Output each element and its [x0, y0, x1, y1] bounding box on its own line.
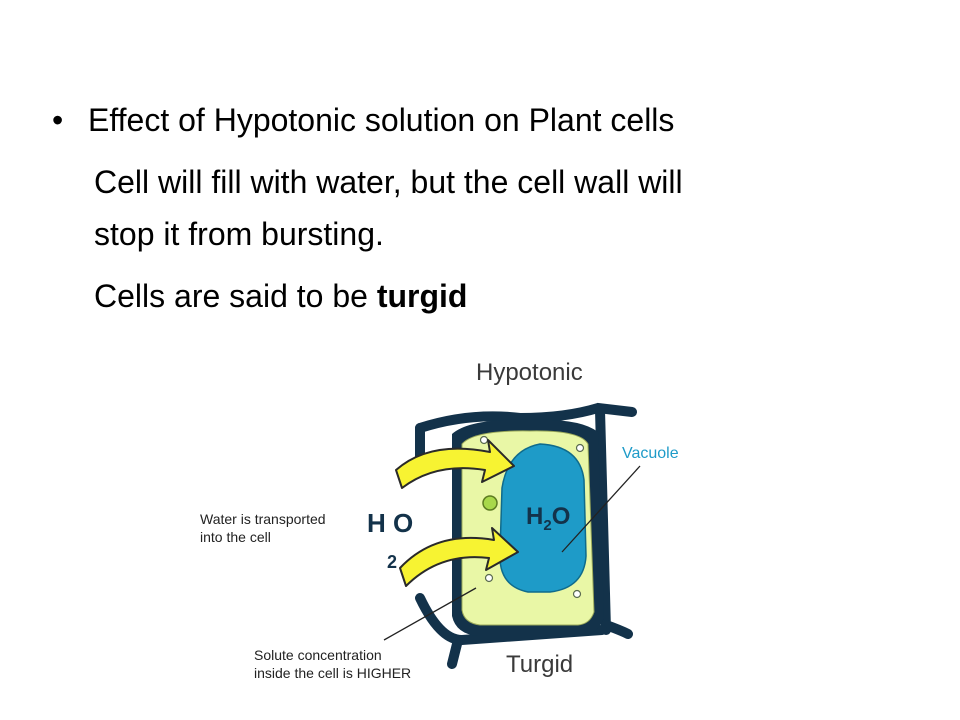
- diagram-title: Hypotonic: [476, 359, 583, 386]
- vacuole-label: Vacuole: [622, 445, 679, 462]
- turgid-label: Turgid: [506, 651, 573, 678]
- side-h2o-h: H: [367, 508, 386, 538]
- water-label-line-1: Water is transported: [200, 511, 326, 527]
- side-h2o-o: O: [393, 508, 413, 538]
- chloroplast-icon: [482, 495, 498, 511]
- vacuole-sub: 2: [543, 517, 551, 534]
- vacuole-h: H: [526, 503, 543, 530]
- side-h2o-subscript: 2: [387, 552, 397, 572]
- body-line-3-text: Cells are said to be: [94, 278, 377, 314]
- bullet-heading: • Effect of Hypotonic solution on Plant c…: [52, 100, 674, 140]
- solute-label-line-2: inside the cell is HIGHER: [254, 665, 411, 681]
- turgid-bold-text: turgid: [376, 278, 468, 314]
- body-line-1: Cell will fill with water, but the cell …: [94, 164, 683, 200]
- body-line-3: Cells are said to be turgid: [94, 276, 467, 316]
- solute-label-line-1: Solute concentration: [254, 647, 382, 663]
- svg-text:H2O: H2O: [526, 503, 570, 534]
- organelles: [479, 435, 585, 599]
- bullet-dot: •: [52, 102, 64, 138]
- vacuole-o: O: [552, 503, 571, 530]
- solute-pointer-line: [383, 587, 477, 641]
- bullet-heading-text: Effect of Hypotonic solution on Plant ce…: [88, 102, 675, 138]
- water-arrows: [395, 439, 519, 587]
- body-line-2: stop it from bursting.: [94, 216, 384, 252]
- water-label-line-2: into the cell: [200, 529, 271, 545]
- vacuole-pointer-line: [561, 465, 641, 553]
